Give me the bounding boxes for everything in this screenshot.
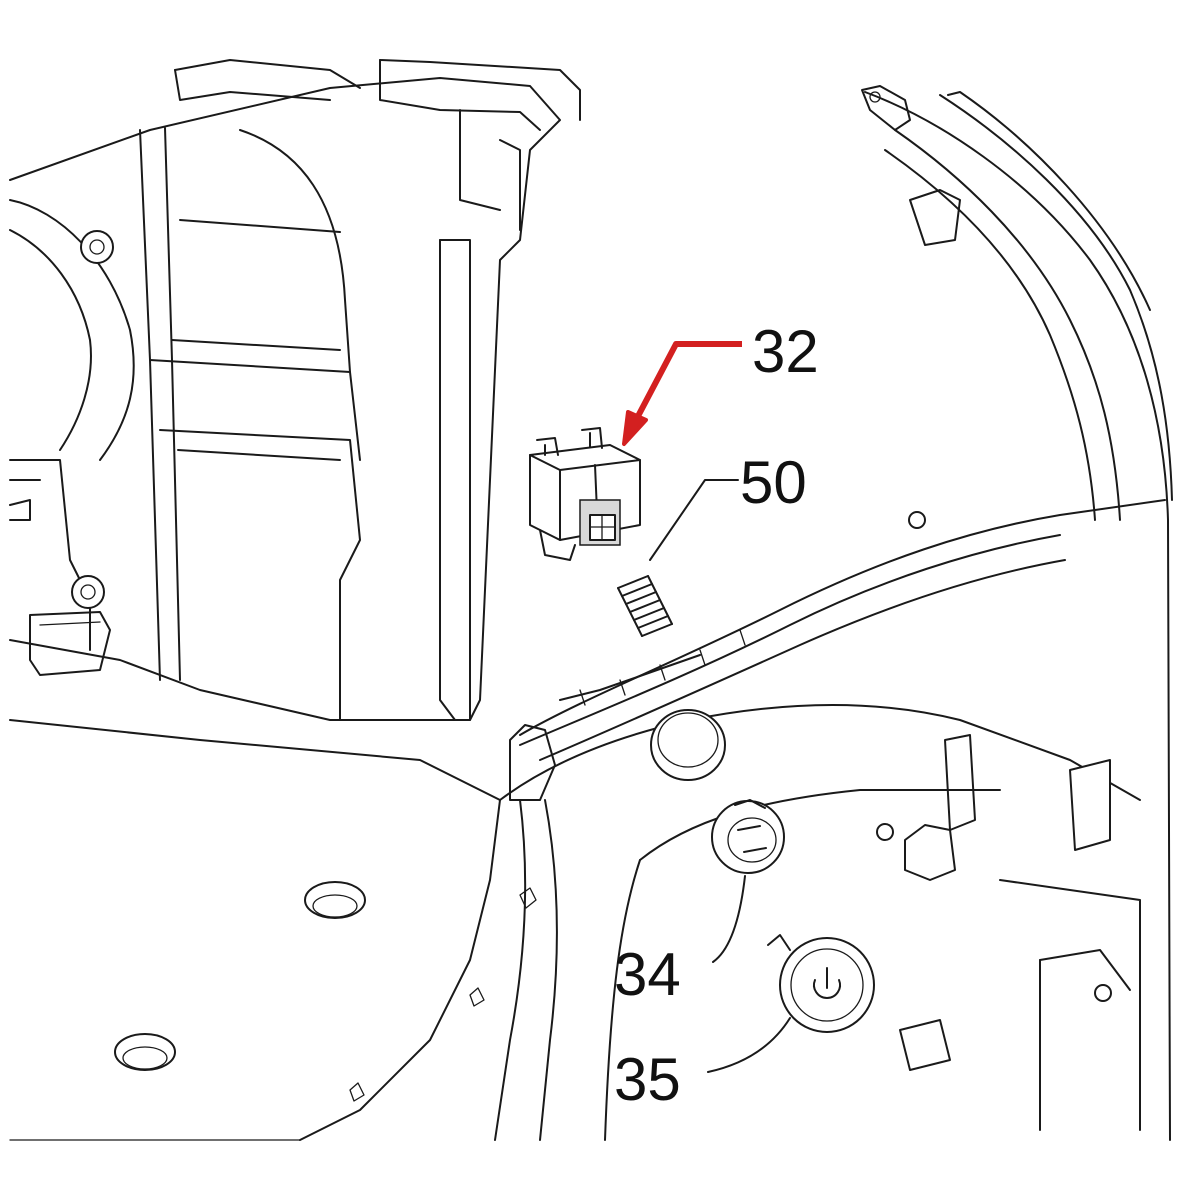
- leader-35: [707, 1017, 791, 1073]
- part-32-switch: [529, 427, 641, 561]
- leader-34: [712, 875, 746, 963]
- red-arrow-icon: [633, 341, 742, 422]
- callout-32-arrow: [622, 341, 742, 446]
- part-35-power-button: [767, 934, 875, 1033]
- part-50-spring: [617, 575, 673, 637]
- part-34-ring: [711, 799, 785, 874]
- callout-50-label: 50: [740, 449, 807, 516]
- callout-35-label: 35: [614, 1046, 681, 1113]
- callout-32-label: 32: [752, 318, 819, 385]
- leader-50: [649, 479, 739, 561]
- left-housing: [9, 59, 581, 1141]
- front-panel: [349, 85, 1173, 1141]
- leader-lines: [649, 479, 791, 1073]
- callout-34-label: 34: [614, 941, 681, 1008]
